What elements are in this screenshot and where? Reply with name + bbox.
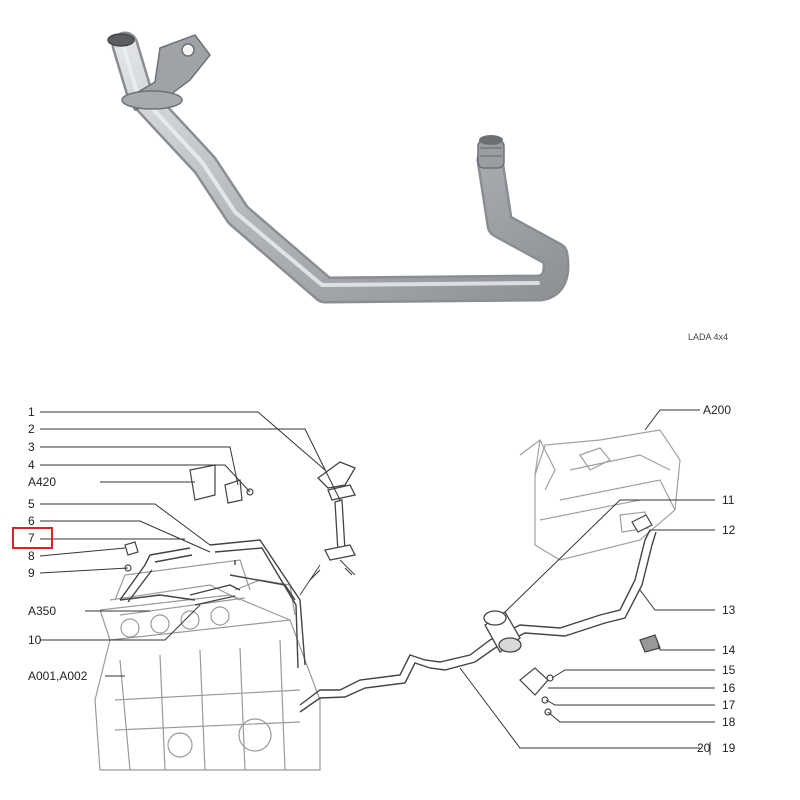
small-parts-illustration (124, 464, 661, 716)
fuel-filter-illustration (483, 610, 522, 653)
callout-12: 12 (722, 523, 736, 537)
callout-1: 1 (28, 405, 35, 419)
callout-a200: A200 (703, 403, 732, 417)
callout-18: 18 (722, 715, 736, 729)
callout-13: 13 (722, 603, 736, 617)
callout-2: 2 (28, 422, 35, 436)
tube-end-hose-fitting (477, 135, 505, 169)
callout-11: 11 (722, 493, 735, 507)
leader-lines (39, 409, 715, 755)
callout-14: 14 (722, 643, 736, 657)
photo-caption: LADA 4x4 (688, 332, 729, 342)
tube-flange-bracket (121, 34, 211, 111)
callout-20: 20 (697, 741, 711, 755)
callout-7-highlighted: 7 (12, 527, 53, 549)
callout-9: 9 (28, 566, 35, 580)
fuel-tube-photo (107, 31, 570, 304)
callout-17: 17 (722, 698, 736, 712)
callout-10: 10 (28, 633, 42, 647)
callout-a420: A420 (28, 475, 57, 489)
fuel-tank-illustration (519, 429, 681, 561)
callout-4: 4 (28, 458, 35, 472)
callout-16: 16 (722, 681, 736, 695)
callout-3: 3 (28, 440, 35, 454)
fuel-lines (119, 529, 657, 713)
callout-5: 5 (28, 497, 35, 511)
callout-19: 19 (722, 741, 736, 755)
tube-end-top (107, 33, 135, 47)
engine-block-illustration (94, 559, 321, 771)
callout-8: 8 (28, 549, 35, 563)
callout-a001-a002: A001,A002 (28, 669, 88, 683)
callout-15: 15 (722, 663, 736, 677)
callout-a350: A350 (28, 604, 57, 618)
tube-body (111, 31, 570, 304)
callout-6: 6 (28, 514, 35, 528)
bracket-illustration (299, 461, 356, 596)
